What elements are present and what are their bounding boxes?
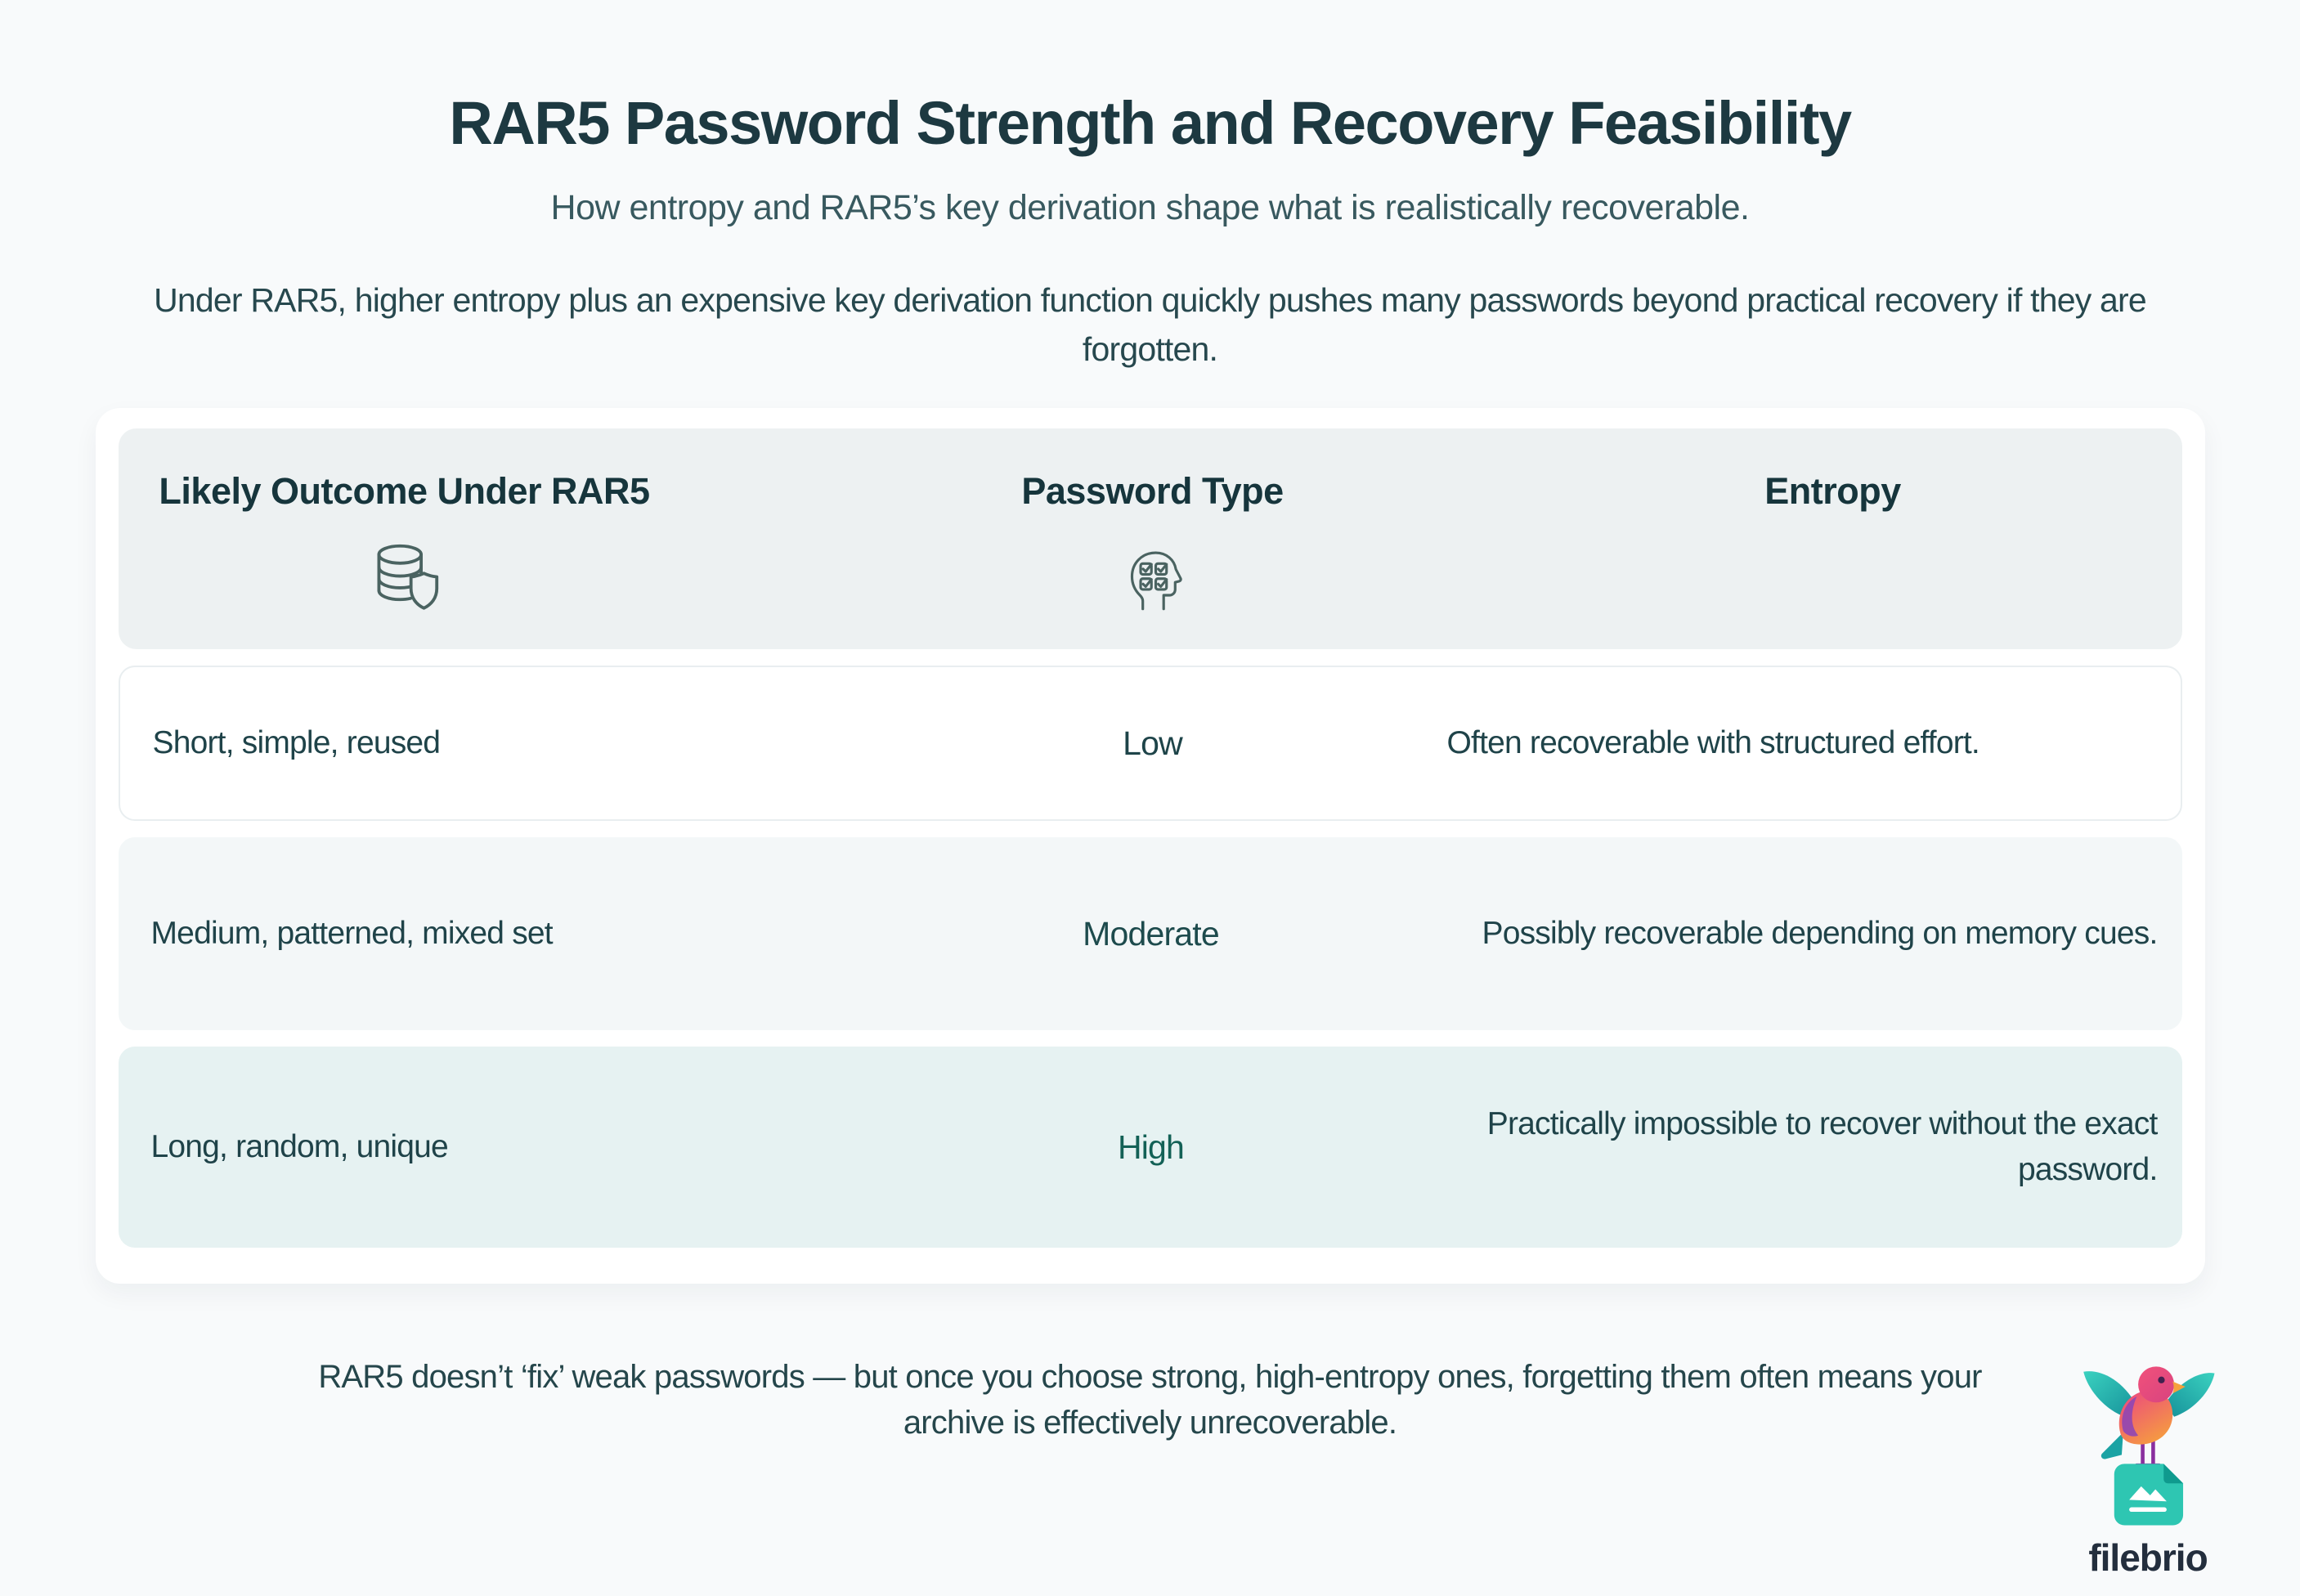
column-header-entropy: Entropy [1764,470,1901,513]
table-row: Medium, patterned, mixed set Moderate Po… [118,837,2182,1031]
footer-note: RAR5 doesn’t ‘fix’ weak passwords — but … [169,1354,2132,1446]
page-title: RAR5 Password Strength and Recovery Feas… [449,89,1852,157]
row-outcome: Long, random, unique [150,1129,449,1165]
row-entropy: Practically impossible to recover withou… [1486,1106,2159,1188]
filebrio-bird-logo [2083,1366,2215,1526]
description-line: Under RAR5, higher entropy plus an expen… [154,281,2147,320]
database-shield-icon [377,544,438,610]
row-password-type: High [1117,1128,1185,1167]
table-row: Long, random, unique High Practically im… [118,1047,2182,1249]
header-cell-outcome: Likely Outcome Under RAR5 [119,428,691,649]
table-header-row: Likely Outcome Under RAR5 Password Type [118,428,2182,650]
description-line: forgotten. [1082,330,1218,369]
row-entropy: Possibly recoverable depending on memory… [1482,916,2159,952]
header-cell-entropy: Entropy [1615,428,2182,649]
row-password-type: Low [1123,724,1183,763]
page-description: Under RAR5, higher entropy plus an expen… [104,276,2197,374]
brand-name: filebrio [2088,1536,2208,1579]
row-password-type: Moderate [1083,915,1220,953]
comparison-table-card: Likely Outcome Under RAR5 Password Type [95,408,2205,1284]
column-header-password-type: Password Type [1021,470,1284,513]
footer-line: RAR5 doesn’t ‘fix’ weak passwords — but … [318,1359,1982,1396]
column-header-outcome: Likely Outcome Under RAR5 [159,470,650,513]
page-subtitle: How entropy and RAR5’s key derivation sh… [550,188,1750,228]
footer-line: archive is effectively unrecoverable. [903,1405,1397,1441]
table-row: Short, simple, reused Low Often recovera… [118,666,2182,822]
row-outcome: Medium, patterned, mixed set [150,916,554,952]
header-cell-password-type: Password Type [691,428,1615,649]
head-checklist-icon [1130,551,1182,611]
brand-logo: filebrio [2066,1352,2230,1580]
row-entropy: Often recoverable with structured effort… [1446,725,1980,761]
row-outcome: Short, simple, reused [152,725,442,761]
infographic-page: { "page": { "title": "RAR5 Password Stre… [0,88,2300,1596]
